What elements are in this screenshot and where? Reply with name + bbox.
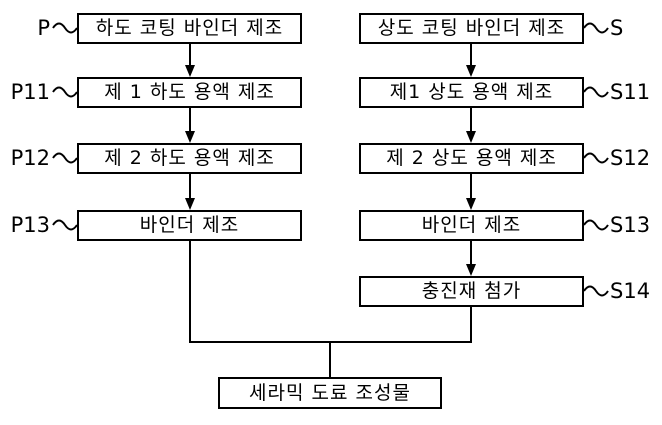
step-text-p11: 제 1 하도 용액 제조 [104,81,275,103]
step-box-p: 하도 코팅 바인더 제조 [77,13,302,44]
step-box-s11: 제1 상도 용액 제조 [359,77,584,108]
squiggle-p13 [52,219,78,231]
squiggle-s11 [583,86,609,98]
ref-label-p13: P13 [10,213,50,237]
step-box-s12: 제 2 상도 용액 제조 [359,143,584,174]
label-connectors [52,22,609,297]
flow-lines [189,43,472,266]
ref-label-p12: P12 [10,146,50,170]
squiggle-s13 [583,219,609,231]
squiggle-p11 [52,86,78,98]
arrowhead [185,131,195,143]
arrowhead [466,198,476,210]
ref-label-s14: S14 [610,279,651,303]
ref-label-s: S [610,16,624,40]
step-box-s: 상도 코팅 바인더 제조 [359,13,584,44]
step-box-s14: 충진재 첨가 [359,276,584,307]
arrowhead [185,65,195,77]
squiggle-s14 [583,285,609,297]
squiggle-p12 [52,152,78,164]
result-box: 세라믹 도료 조성물 [218,377,442,409]
step-text-p12: 제 2 하도 용액 제조 [104,147,275,169]
ref-label-s11: S11 [610,80,651,104]
step-text-s: 상도 코팅 바인더 제조 [377,17,566,39]
step-text-s12: 제 2 상도 용액 제조 [386,147,557,169]
squiggle-p [52,22,78,34]
squiggle-s [583,22,609,34]
ref-label-s12: S12 [610,146,651,170]
arrowheads [185,65,476,276]
step-box-p11: 제 1 하도 용액 제조 [77,77,302,108]
step-box-p12: 제 2 하도 용액 제조 [77,143,302,174]
arrowhead [466,131,476,143]
step-text-p13: 바인더 제조 [139,214,240,236]
arrowhead [466,65,476,77]
ref-label-p: P [37,16,50,40]
step-text-s13: 바인더 제조 [421,214,522,236]
squiggle-s12 [583,152,609,164]
step-box-p13: 바인더 제조 [77,210,302,241]
arrowhead [466,264,476,276]
step-box-s13: 바인더 제조 [359,210,584,241]
step-text-s14: 충진재 첨가 [421,280,522,302]
merge-connector [189,241,472,377]
step-text-s11: 제1 상도 용액 제조 [389,81,554,103]
arrowhead [185,198,195,210]
result-text: 세라믹 도료 조성물 [249,381,411,404]
step-text-p: 하도 코팅 바인더 제조 [95,17,284,39]
ref-label-p11: P11 [10,80,50,104]
ref-label-s13: S13 [610,213,651,237]
